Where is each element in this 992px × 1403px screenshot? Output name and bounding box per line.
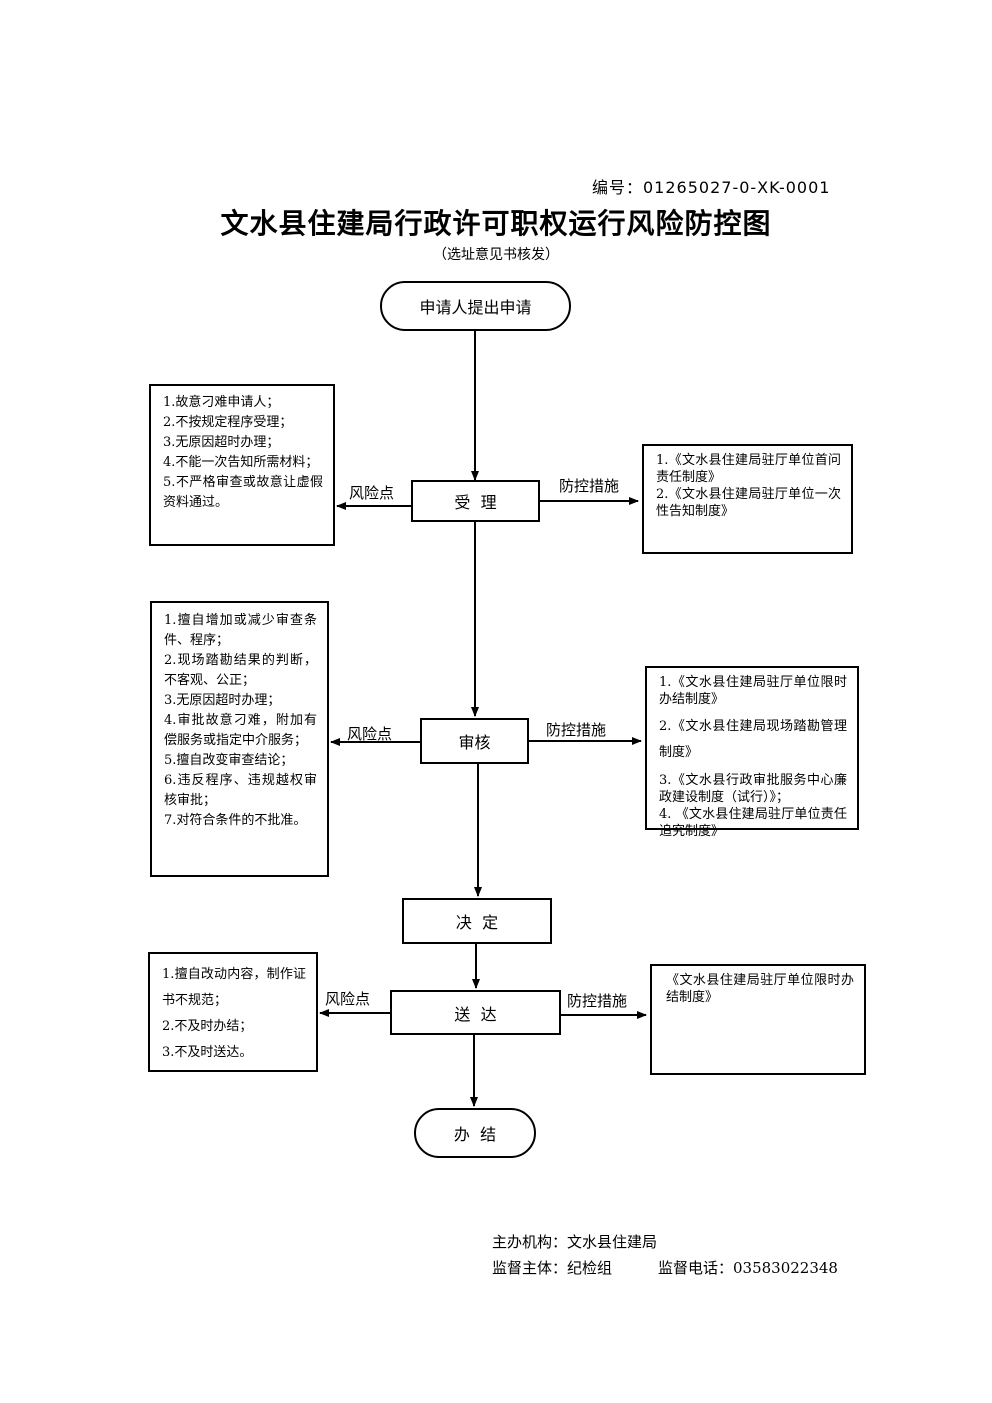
risk-item: 1.擅自改动内容，制作证书不规范； <box>162 967 306 1008</box>
risk-item: 7.对符合条件的不批准。 <box>164 813 307 828</box>
risk-item: 1.故意刁难申请人； <box>163 395 280 410</box>
accept-measure-label: 防控措施 <box>559 477 620 495</box>
accept-measures-box: 1.《文水县住建局驻厅单位首问责任制度》 2.《文水县住建局驻厅单位一次性告知制… <box>642 444 853 554</box>
start-node: 申请人提出申请 <box>380 281 571 331</box>
deliver-measure-label: 防控措施 <box>567 992 628 1010</box>
decide-node-label: 决 定 <box>455 913 499 932</box>
risk-item: 5.不严格审查或故意让虚假资料通过。 <box>163 475 323 510</box>
risk-item: 5.擅自改变审查结论； <box>164 753 294 768</box>
risk-item: 4.审批故意刁难，附加有偿服务或指定中介服务； <box>164 713 317 748</box>
measure-item: 《文水县住建局驻厅单位限时办结制度》 <box>666 973 854 1005</box>
page-subtitle: （选址意见书核发） <box>433 247 559 263</box>
deliver-measures-box: 《文水县住建局驻厅单位限时办结制度》 <box>650 964 866 1075</box>
risk-item: 2.不按规定程序受理； <box>163 415 293 430</box>
end-node-label: 办 结 <box>453 1125 497 1144</box>
phone-line: 监督电话：03583022348 <box>658 1259 838 1277</box>
measure-item: 1.《文水县住建局驻厅单位限时办结制度》 <box>659 675 847 707</box>
organizer-line: 主办机构：文水县住建局 <box>492 1233 658 1251</box>
review-risk-label: 风险点 <box>347 725 393 743</box>
risk-item: 3.无原因超时办理； <box>164 693 281 708</box>
risk-item: 2.不及时办结； <box>162 1019 253 1034</box>
risk-item: 2.现场踏勘结果的判断，不客观、公正； <box>164 653 317 688</box>
review-measure-label: 防控措施 <box>546 721 607 739</box>
accept-node: 受 理 <box>411 480 540 522</box>
supervisor-line: 监督主体：纪检组 <box>492 1259 613 1277</box>
risk-item: 3.不及时送达。 <box>162 1045 253 1060</box>
decide-node: 决 定 <box>402 898 552 944</box>
measure-item: 3.《文水县行政审批服务中心廉政建设制度（试行）》； <box>659 773 847 805</box>
deliver-risk-label: 风险点 <box>325 990 371 1008</box>
deliver-node-label: 送 达 <box>454 1004 497 1024</box>
deliver-node: 送 达 <box>390 990 561 1035</box>
accept-risk-label: 风险点 <box>349 484 395 502</box>
review-node-label: 审核 <box>458 733 491 752</box>
review-measures-box: 1.《文水县住建局驻厅单位限时办结制度》 2.《文水县住建局现场踏勘管理制度》 … <box>645 666 859 839</box>
risk-item: 1.擅自增加或减少审查条件、程序； <box>164 613 317 648</box>
measure-item: 4. 《文水县住建局驻厅单位责任追究制度》 <box>659 807 847 839</box>
deliver-risks-box: 1.擅自改动内容，制作证书不规范； 2.不及时办结； 3.不及时送达。 <box>148 952 318 1072</box>
measure-item: 2.《文水县住建局现场踏勘管理制度》 <box>659 719 847 760</box>
accept-node-label: 受 理 <box>454 493 497 512</box>
start-node-label: 申请人提出申请 <box>419 298 532 317</box>
risk-item: 6.违反程序、违规越权审核审批； <box>164 773 317 808</box>
review-node: 审核 <box>420 718 529 764</box>
page-title: 文水县住建局行政许可职权运行风险防控图 <box>220 207 772 240</box>
risk-item: 4.不能一次告知所需材料； <box>163 455 319 470</box>
end-node: 办 结 <box>414 1108 536 1158</box>
document-code: 编号：01265027-0-XK-0001 <box>592 178 831 197</box>
measure-item: 2.《文水县住建局驻厅单位一次性告知制度》 <box>656 487 841 519</box>
risk-item: 3.无原因超时办理； <box>163 435 280 450</box>
accept-risks-box: 1.故意刁难申请人； 2.不按规定程序受理； 3.无原因超时办理； 4.不能一次… <box>149 384 335 546</box>
review-risks-box: 1.擅自增加或减少审查条件、程序； 2.现场踏勘结果的判断，不客观、公正； 3.… <box>150 601 329 877</box>
measure-item: 1.《文水县住建局驻厅单位首问责任制度》 <box>656 453 841 485</box>
